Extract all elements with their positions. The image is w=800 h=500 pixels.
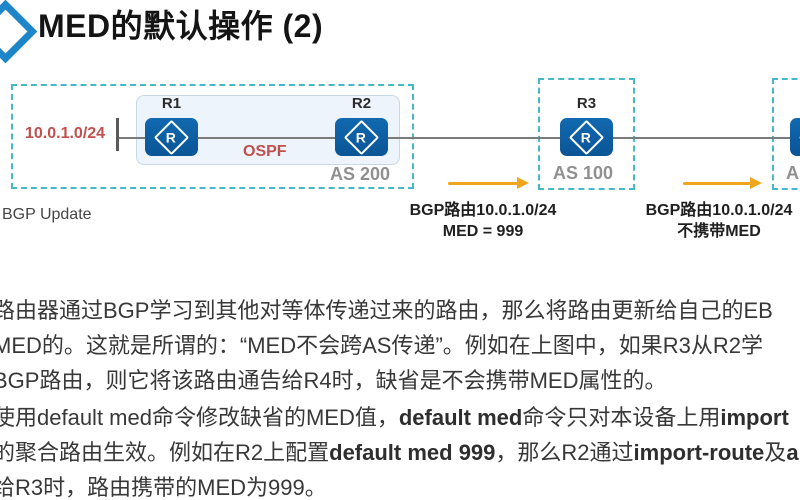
body-text-line: 使用default med命令修改缺省的MED值，default med命令只对…: [0, 405, 789, 430]
page-title: MED的默认操作 (2): [38, 8, 324, 44]
router-r2-label: R2: [351, 95, 372, 112]
caption-line: 不携带MED: [677, 223, 761, 240]
router-r2-icon: R: [335, 118, 388, 156]
router-r1-icon: R: [145, 118, 198, 156]
arrow-right-icon: [448, 177, 529, 189]
body-paragraph-1: 路由器通过BGP学习到其他对等体传递过来的路由，那么将路由更新给自己的EB ME…: [0, 293, 800, 398]
as100-label: AS 100: [553, 163, 614, 183]
body-text-line: MED的。这就是所谓的：“MED不会跨AS传递”。例如在上图中，如果R3从R2学: [0, 333, 764, 358]
bgp-route-med999-caption: BGP路由10.0.1.0/24 MED = 999: [398, 200, 568, 242]
network-stub-line: [116, 118, 119, 151]
caption-line: BGP路由10.0.1.0/24: [409, 202, 557, 219]
slide-bullet-diamond-icon: [0, 0, 38, 64]
body-text-line: 路由器通过BGP学习到其他对等体传递过来的路由，那么将路由更新给自己的EB: [0, 298, 773, 323]
network-prefix-label: 10.0.1.0/24: [25, 125, 106, 142]
body-text-line: 的聚合路由生效。例如在R2上配置default med 999，那么R2通过im…: [0, 440, 799, 465]
bgp-route-nomed-caption: BGP路由10.0.1.0/24 不携带MED: [639, 200, 799, 242]
router-diamond-glyph: R: [343, 119, 380, 155]
router-r3-label: R3: [576, 95, 597, 112]
as200-label: AS 200: [330, 164, 391, 184]
body-text-line: BGP路由，则它将该路由通告给R4时，缺省是不会携带MED属性的。: [0, 368, 667, 393]
right-as-label-partial: A: [786, 163, 799, 183]
router-diamond-glyph: R: [568, 119, 605, 155]
router-r4-icon-partial: R: [790, 118, 800, 156]
body-paragraph-2: 使用default med命令修改缺省的MED值，default med命令只对…: [0, 400, 800, 500]
bgp-update-label: BGP Update: [2, 206, 92, 223]
caption-line: BGP路由10.0.1.0/24: [645, 202, 793, 219]
arrow-right-icon: [683, 177, 762, 189]
as100-boundary-box: [538, 78, 635, 190]
right-as-boundary-box-partial: [772, 78, 800, 190]
link-line: [117, 137, 800, 139]
body-text-line: 给R3时，路由携带的MED为999。: [0, 475, 327, 500]
as200-boundary-box: [11, 84, 414, 189]
router-r1-label: R1: [161, 95, 182, 112]
caption-line: MED = 999: [442, 223, 524, 240]
ospf-label: OSPF: [243, 143, 287, 160]
router-r3-icon: R: [560, 118, 613, 156]
router-diamond-glyph: R: [153, 119, 190, 155]
